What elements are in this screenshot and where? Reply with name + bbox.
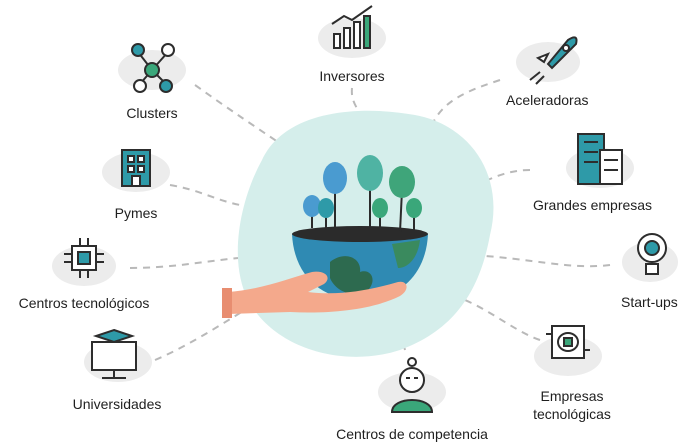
node-clusters — [118, 43, 186, 93]
label-clusters: Clusters — [126, 105, 178, 121]
brain-chip-icon — [546, 325, 590, 359]
node-centros — [52, 238, 116, 286]
globe-land-2 — [392, 240, 420, 268]
connector-aceleradoras — [429, 79, 501, 131]
label-start-ups: Start-ups — [621, 294, 678, 310]
growth-chart-icon — [331, 5, 373, 49]
label-inversores: Inversores — [319, 68, 385, 84]
label-empresas-tecnologicas: Empresas tecnológicas — [533, 388, 611, 422]
sleeve — [222, 288, 232, 318]
connector-empresas — [439, 291, 541, 341]
node-grandes — [566, 133, 634, 188]
connector-clusters — [194, 84, 291, 151]
node-inversores — [318, 5, 386, 58]
label-pymes: Pymes — [114, 205, 158, 221]
trees — [303, 155, 422, 233]
office-building-icon — [577, 133, 623, 185]
connector-centros — [129, 257, 239, 269]
rocket-icon — [529, 36, 578, 85]
connector-pymes — [169, 184, 241, 206]
globe-land — [330, 256, 373, 295]
label-centros-de-competencia: Centros de competencia — [336, 426, 488, 442]
node-pymes — [102, 149, 170, 192]
lightbulb-gear-icon — [637, 233, 667, 275]
node-aceleradoras — [516, 36, 580, 85]
label-centros-tecnologicos: Centros tecnológicos — [18, 295, 150, 311]
node-competencia — [378, 357, 446, 413]
connector-startups — [469, 254, 611, 268]
circuit-chip-icon — [64, 238, 104, 278]
node-empresas — [534, 325, 602, 376]
label-grandes-empresas: Grandes empresas — [533, 197, 653, 213]
node-universidades — [84, 328, 152, 382]
globe-with-trees-illustration — [222, 155, 428, 318]
globe-soil — [292, 226, 428, 242]
label-aceleradoras: Aceleradoras — [506, 92, 589, 108]
small-building-icon — [121, 149, 151, 187]
node-startups — [622, 233, 678, 282]
label-universidades: Universidades — [72, 396, 162, 412]
hand — [228, 271, 407, 314]
network-people-icon — [131, 43, 175, 93]
connector-universidades — [154, 309, 246, 361]
expert-person-icon — [390, 357, 434, 413]
computer-graduation-cap-icon — [91, 328, 137, 379]
